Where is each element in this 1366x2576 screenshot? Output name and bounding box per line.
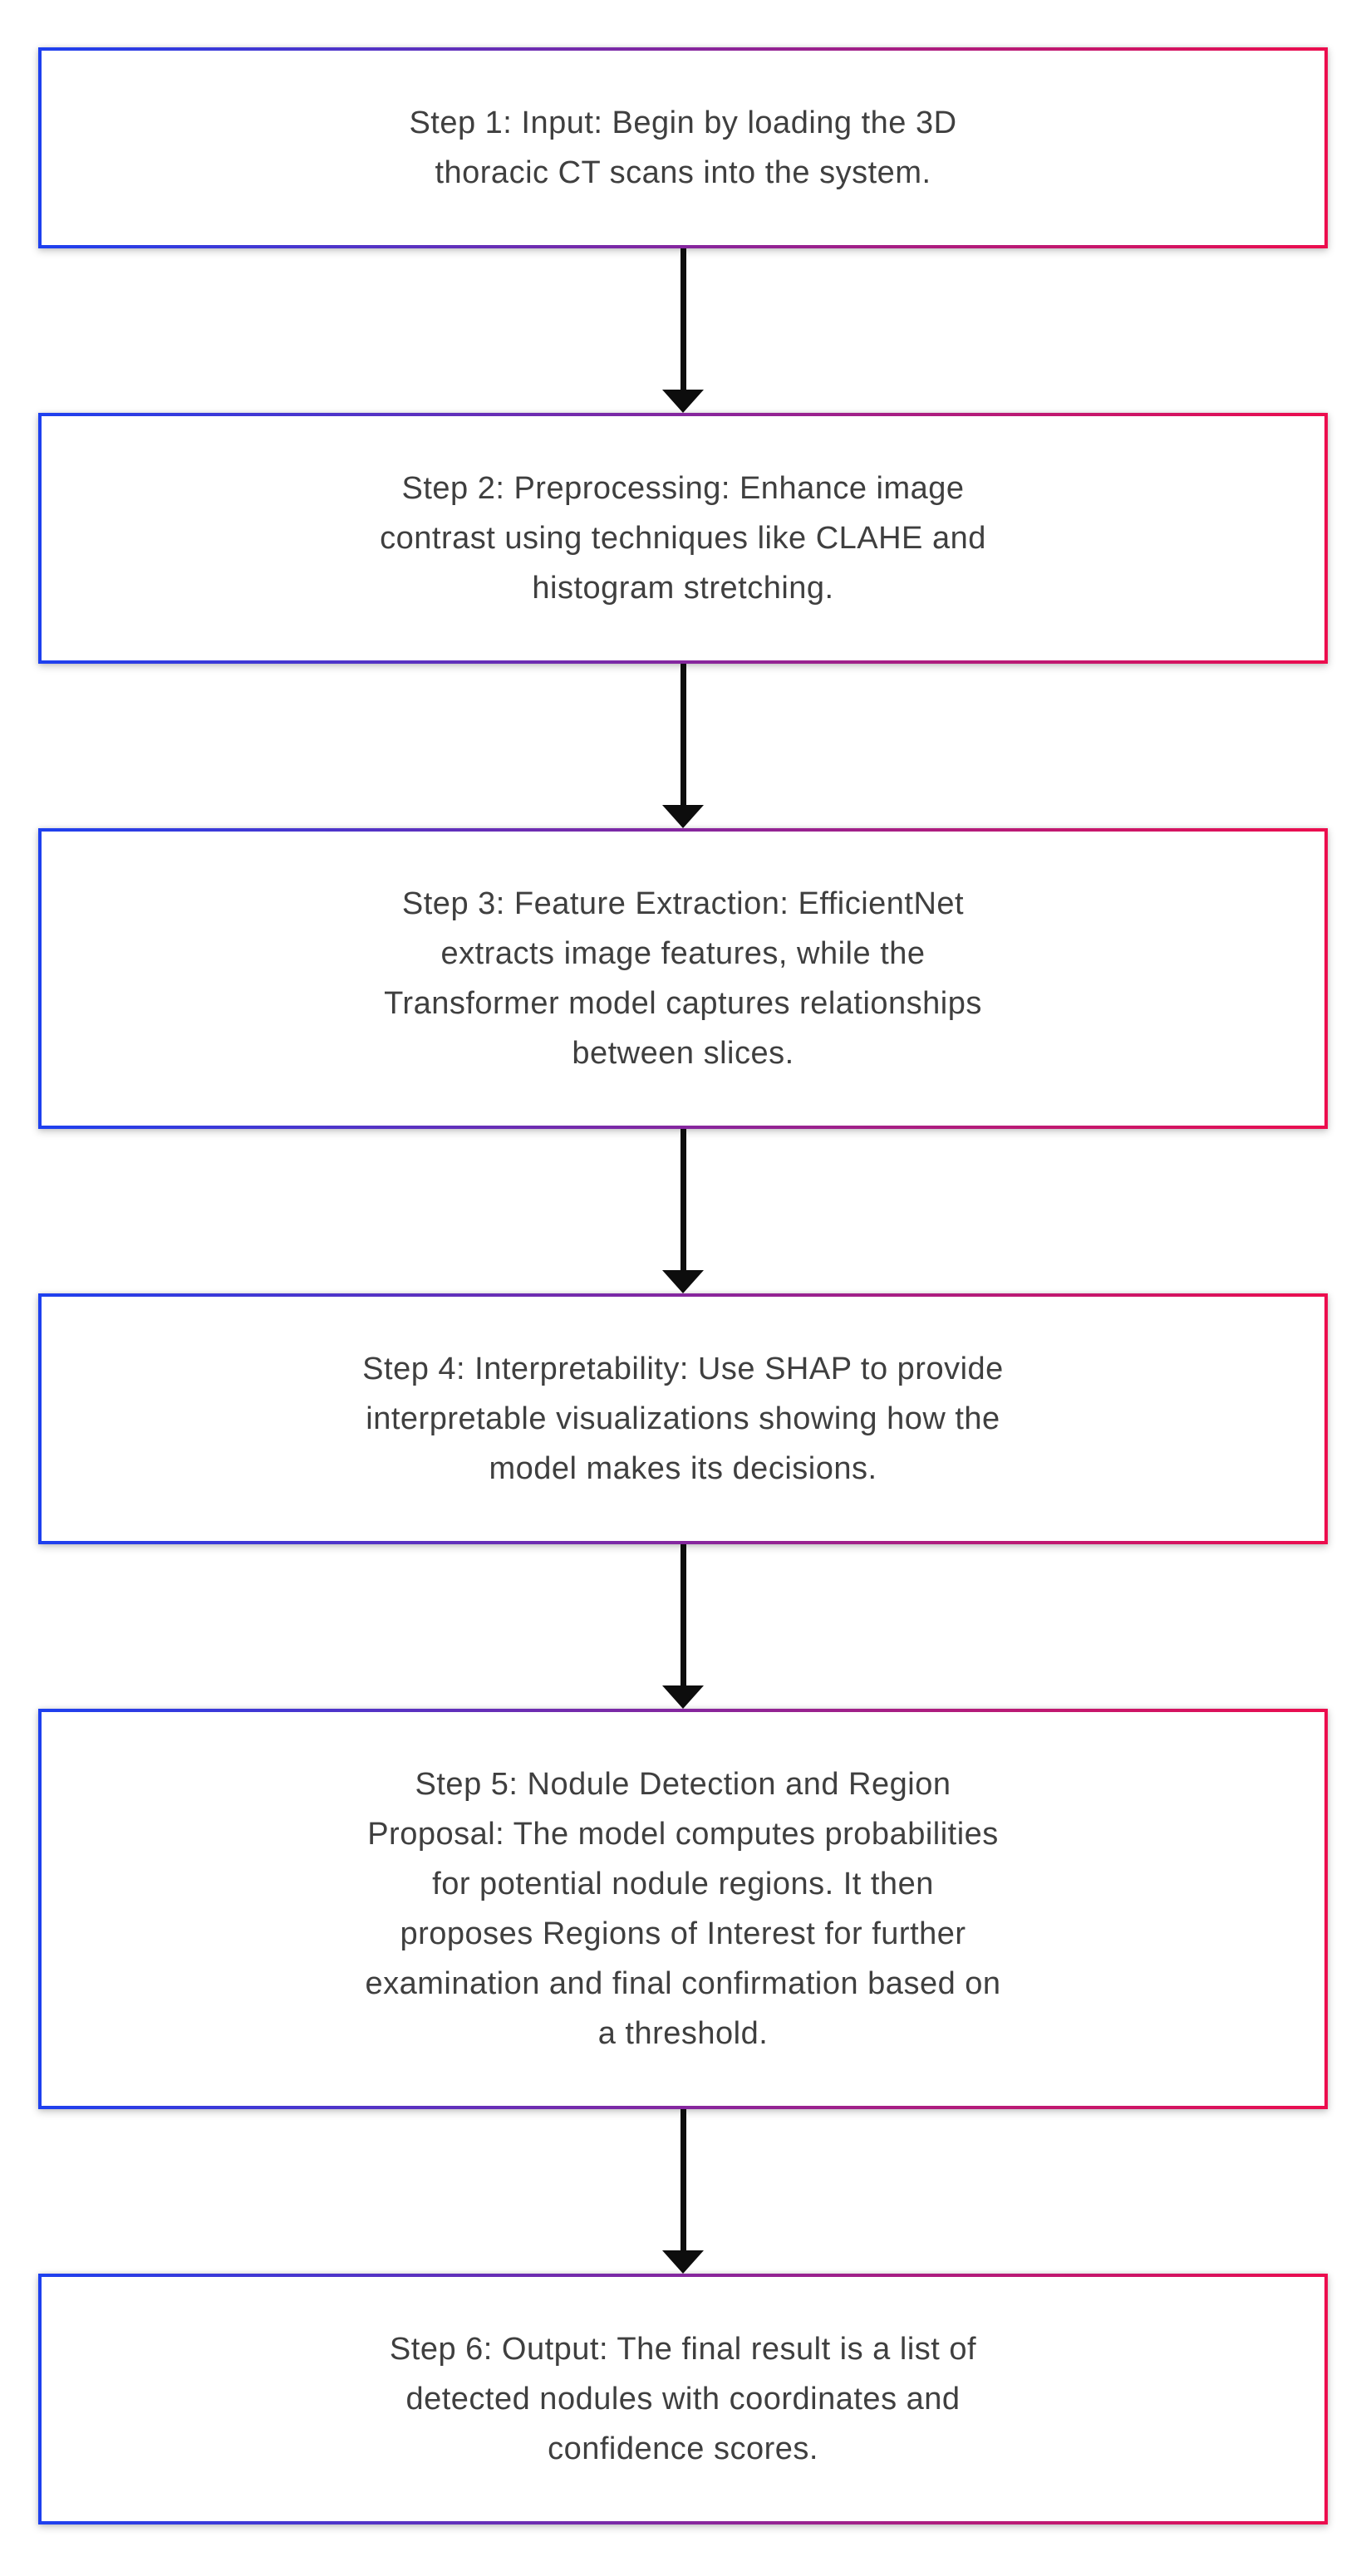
flow-node-step-3: Step 3: Feature Extraction: EfficientNet… — [38, 828, 1328, 1129]
flow-node-step-4: Step 4: Interpretability: Use SHAP to pr… — [38, 1293, 1328, 1544]
step-6-label: Step 6: Output: The final result is a li… — [389, 2332, 977, 2466]
arrow-line — [680, 248, 686, 390]
flow-arrow-1-2 — [662, 248, 704, 413]
flow-node-step-2: Step 2: Preprocessing: Enhance image con… — [38, 413, 1328, 664]
step-2-label: Step 2: Preprocessing: Enhance image con… — [380, 471, 986, 606]
arrow-head-icon — [662, 1685, 704, 1709]
flow-node-step-6: Step 6: Output: The final result is a li… — [38, 2274, 1328, 2524]
arrow-head-icon — [662, 1270, 704, 1293]
arrow-head-icon — [662, 805, 704, 828]
flow-arrow-3-4 — [662, 1129, 704, 1293]
step-3-label: Step 3: Feature Extraction: EfficientNet… — [384, 886, 982, 1071]
flowchart: Step 1: Input: Begin by loading the 3D t… — [38, 47, 1328, 2524]
flow-node-step-5: Step 5: Nodule Detection and Region Prop… — [38, 1709, 1328, 2109]
flow-node-step-1: Step 1: Input: Begin by loading the 3D t… — [38, 47, 1328, 248]
flow-arrow-5-6 — [662, 2109, 704, 2274]
step-5-label: Step 5: Nodule Detection and Region Prop… — [365, 1767, 1001, 2051]
arrow-head-icon — [662, 2250, 704, 2274]
flow-arrow-2-3 — [662, 664, 704, 828]
step-1-label: Step 1: Input: Begin by loading the 3D t… — [409, 105, 957, 190]
flow-arrow-4-5 — [662, 1544, 704, 1709]
arrow-head-icon — [662, 390, 704, 413]
step-4-label: Step 4: Interpretability: Use SHAP to pr… — [362, 1352, 1004, 1486]
arrow-line — [680, 664, 686, 805]
arrow-line — [680, 1544, 686, 1685]
arrow-line — [680, 1129, 686, 1270]
arrow-line — [680, 2109, 686, 2250]
